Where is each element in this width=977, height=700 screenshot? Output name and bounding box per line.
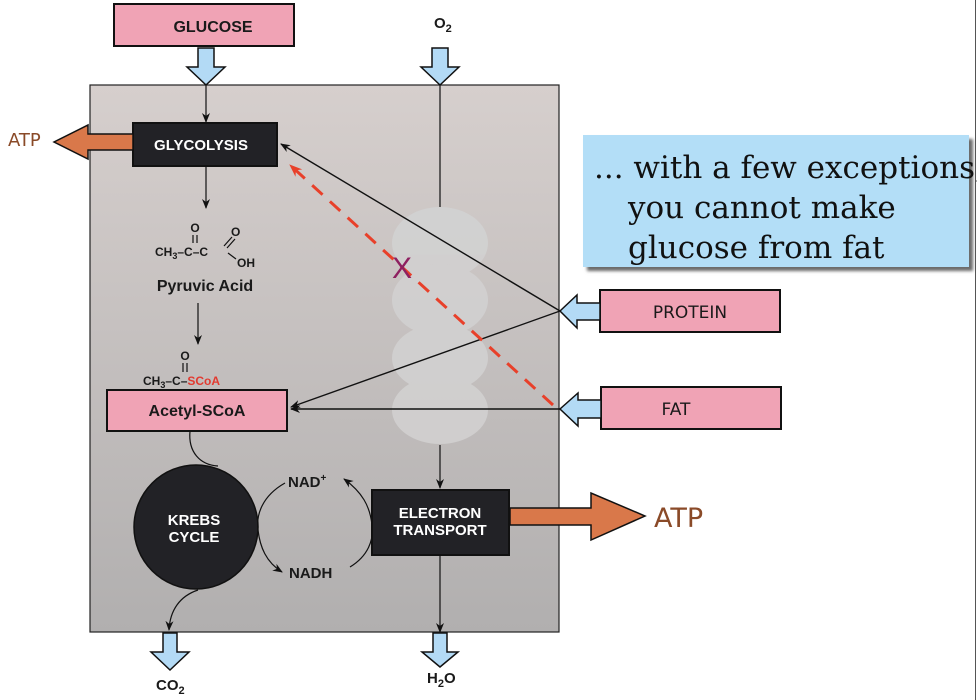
nad-plus-label: NAD+ <box>288 473 327 491</box>
slide-edge-divider <box>975 0 976 700</box>
svg-text:TRANSPORT: TRANSPORT <box>393 522 486 539</box>
glycolysis-label: GLYCOLYSIS <box>154 137 248 154</box>
co2-output-arrow <box>149 632 191 672</box>
co2-label: CO2 <box>156 677 185 697</box>
krebs-to-co2-arrow <box>165 589 199 631</box>
nad-to-nadh-arrow <box>257 482 286 573</box>
protein-input-arrow <box>558 293 601 330</box>
krebs-cycle: KREBS CYCLE <box>133 464 259 590</box>
nadh-label: NADH <box>289 565 332 582</box>
protein-to-glycolysis-arrow <box>280 143 561 312</box>
glucose-label: GLUCOSE <box>173 19 252 36</box>
pyruvic-acid-formula: O CH3–C–C O OH <box>155 221 255 270</box>
callout-line-1: ... with a few exceptions, <box>594 150 977 186</box>
protein-label: PROTEIN <box>653 303 727 323</box>
atp-right-label: ATP <box>654 503 703 534</box>
svg-text:KREBS: KREBS <box>168 512 221 529</box>
glucose-box: GLUCOSE <box>113 3 295 47</box>
svg-text:OH: OH <box>237 256 255 270</box>
fat-input-arrow <box>558 391 602 428</box>
protein-to-acetyl-arrow <box>290 310 561 408</box>
oxygen-input-arrow <box>419 47 461 87</box>
svg-text:CH3–C–SCoA: CH3–C–SCoA <box>143 374 220 390</box>
svg-text:O: O <box>190 221 199 235</box>
water-output-arrow <box>419 632 461 668</box>
fat-box: FAT <box>600 386 782 430</box>
svg-text:O: O <box>180 349 189 363</box>
svg-text:O: O <box>231 225 240 239</box>
blocked-fat-to-glucose-arrow <box>288 163 555 407</box>
atp-right-arrow <box>509 491 647 542</box>
glucose-input-arrow <box>185 47 227 87</box>
acetyl-to-krebs-line <box>189 430 219 467</box>
glycolysis-box: GLYCOLYSIS <box>132 122 278 167</box>
callout-line-3: glucose from fat <box>628 230 885 266</box>
atp-left-label: ATP <box>8 130 41 151</box>
acetyl-scoa-label: Acetyl-SCoA <box>149 403 246 420</box>
oxygen-label: O2 <box>434 15 452 35</box>
pyruvic-acid-label: Pyruvic Acid <box>157 278 253 295</box>
svg-text:CYCLE: CYCLE <box>169 529 220 546</box>
atp-left-arrow <box>52 123 134 161</box>
exception-callout: ... with a few exceptions, you cannot ma… <box>583 135 977 267</box>
callout-line-2: you cannot make <box>628 190 896 226</box>
fat-label: FAT <box>662 400 692 420</box>
svg-text:CH3–C–C: CH3–C–C <box>155 245 208 261</box>
electron-transport-box: ELECTRON TRANSPORT <box>371 489 510 556</box>
svg-text:ELECTRON: ELECTRON <box>399 505 482 522</box>
protein-box: PROTEIN <box>599 289 781 333</box>
blocked-x-mark: X <box>392 252 412 285</box>
acetyl-scoa-box: Acetyl-SCoA <box>106 389 288 432</box>
water-label: H2O <box>427 670 456 690</box>
acetyl-scoa-formula: O CH3–C–SCoA <box>143 349 220 390</box>
